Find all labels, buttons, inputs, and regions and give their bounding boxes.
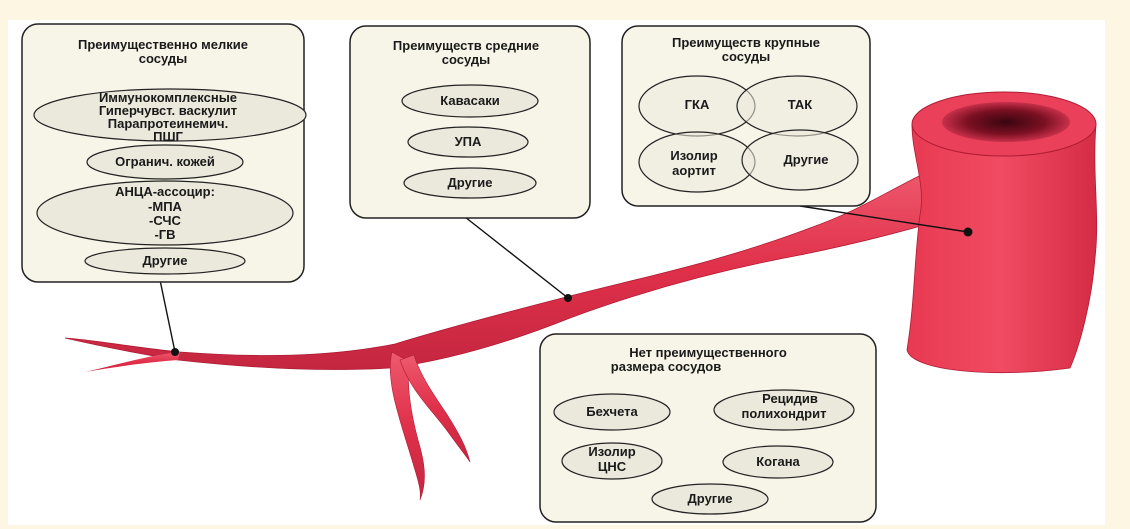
variable-item3-line2: ЦНС	[598, 459, 627, 474]
large-item3-line1: Изолир	[670, 148, 717, 163]
small-item1-line4: ПШГ	[153, 129, 183, 144]
leader-small-dot	[171, 348, 179, 356]
box-large-vessels: Преимуществ крупные сосуды ГКА ТАК Изоли…	[622, 26, 870, 206]
variable-item2-line1: Рецидив	[762, 391, 818, 406]
variable-item2-line2: полихондрит	[742, 406, 827, 421]
medium-title-line1: Преимуществ средние	[393, 38, 539, 53]
aorta-lumen	[942, 102, 1070, 142]
small-item3-line2: -МПА	[148, 199, 183, 214]
leader-medium	[465, 217, 568, 298]
leader-large-dot	[964, 228, 973, 237]
aorta	[907, 125, 1097, 373]
vessel-twig-upper	[85, 352, 180, 372]
large-item3-line2: аортит	[672, 163, 716, 178]
medium-item2: УПА	[455, 134, 482, 149]
leader-small	[160, 280, 175, 352]
medium-item3: Другие	[448, 175, 493, 190]
variable-item5: Другие	[688, 491, 733, 506]
small-item2: Огранич. кожей	[115, 154, 215, 169]
variable-item1: Бехчета	[586, 404, 638, 419]
small-title-line2: сосуды	[139, 51, 188, 66]
box-small-vessels: Преимущественно мелкие сосуды Иммунокомп…	[22, 24, 306, 282]
variable-title-line1: Нет преимущественного	[629, 345, 787, 360]
large-title-line1: Преимуществ крупные	[672, 35, 820, 50]
large-item1: ГКА	[685, 97, 710, 112]
variable-item3-line1: Изолир	[588, 444, 635, 459]
large-title-line2: сосуды	[722, 49, 771, 64]
variable-item4: Когана	[756, 454, 800, 469]
variable-title-line2: размера сосудов	[611, 359, 721, 374]
leader-medium-dot	[564, 294, 572, 302]
box-medium-vessels: Преимуществ средние сосуды Кавасаки УПА …	[350, 26, 590, 218]
small-item3-line1: АНЦА-ассоцир:	[115, 184, 215, 199]
small-item3-line4: -ГВ	[154, 227, 175, 242]
medium-item1: Кавасаки	[440, 93, 500, 108]
small-item4: Другие	[143, 253, 188, 268]
small-item3-line3: -СЧС	[149, 213, 182, 228]
box-variable-vessels: Нет преимущественного размера сосудов Бе…	[540, 334, 876, 522]
medium-title-line2: сосуды	[442, 52, 491, 67]
small-title-line1: Преимущественно мелкие	[78, 37, 248, 52]
large-item4: Другие	[784, 152, 829, 167]
large-item2: ТАК	[788, 97, 813, 112]
